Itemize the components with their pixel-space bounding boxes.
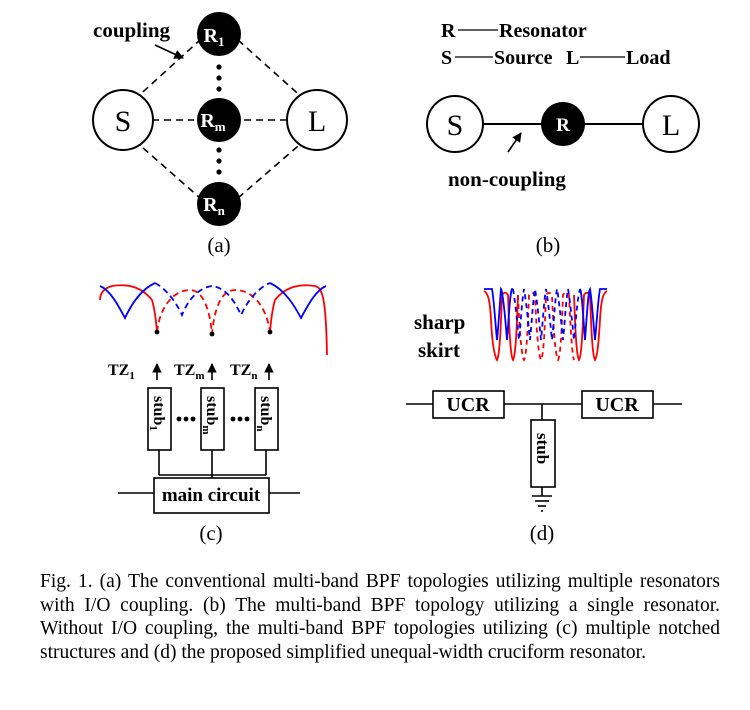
- blue-response-dashed-c: [154, 282, 271, 318]
- panel-c: TZ1 TZm TZn stub1 stubm stubn: [99, 282, 328, 545]
- ucr-left-box: [432, 390, 505, 419]
- panel-d-label: (d): [530, 521, 555, 545]
- blue-response-dashed-d: [512, 288, 581, 341]
- load-node-a: [286, 89, 348, 151]
- ellipsis-dots-lower: [216, 147, 222, 175]
- notch-dot-1: [154, 329, 160, 335]
- load-node-b-label: L: [662, 109, 680, 142]
- panel-b-label: (b): [536, 233, 561, 257]
- load-node-a-label: L: [308, 105, 326, 138]
- panel-a-label: (a): [207, 233, 230, 257]
- svg-text:Rm: Rm: [200, 110, 225, 134]
- svg-text:Rn: Rn: [203, 194, 225, 218]
- stub-n-subscript: n: [254, 425, 266, 431]
- ucr-left-label: UCR: [446, 394, 490, 416]
- frequency-response-d: [483, 286, 608, 362]
- tz-1-subscript: 1: [129, 370, 135, 382]
- panel-b: R Resonator S Source L Load S R L non-co…: [426, 20, 700, 257]
- coupling-line-s-r1: [133, 39, 201, 101]
- resonator-node-b: [541, 102, 585, 146]
- legend: R Resonator S Source L Load: [441, 20, 670, 69]
- coupling-line-s-rn: [133, 139, 201, 199]
- notch-dot-3: [267, 329, 273, 335]
- resonator-1-node: [197, 12, 241, 56]
- coupling-arrow: [154, 44, 184, 59]
- legend-l-letter: L: [566, 47, 579, 69]
- red-response-solid-left-c: [99, 284, 158, 333]
- stub-label-d: stub: [533, 433, 552, 464]
- stub-1-subscript: 1: [147, 425, 159, 431]
- tz-n-subscript: n: [251, 370, 257, 382]
- blue-response-d: [484, 286, 607, 341]
- resonator-m-node: [197, 98, 241, 142]
- panel-d: sharp skirt UCR UCR stub (d): [406, 286, 682, 545]
- main-circuit-label: main circuit: [162, 485, 261, 506]
- stub-n-label: stub: [257, 396, 274, 425]
- legend-s-letter: S: [441, 47, 452, 69]
- coupling-line-rn-l: [237, 139, 306, 199]
- coupling-label: coupling: [93, 18, 171, 42]
- resonator-m-subscript: m: [215, 119, 226, 134]
- non-coupling-arrow: [507, 132, 522, 153]
- skirt-label: skirt: [418, 338, 460, 362]
- coupling-dashed-lines: [133, 39, 306, 199]
- svg-text:TZ1: TZ1: [108, 362, 135, 382]
- stub-box-d: [530, 419, 556, 488]
- main-circuit-box: [153, 477, 270, 514]
- resonator-node-b-label: R: [556, 115, 570, 136]
- notch-dot-2: [209, 331, 215, 337]
- ground-icon: [532, 487, 552, 512]
- source-node-b-label: S: [447, 109, 464, 142]
- source-node-b: [426, 95, 484, 153]
- tz-m-label: TZ: [174, 362, 195, 379]
- resonator-1-label: R: [204, 25, 219, 47]
- svg-text:TZm: TZm: [174, 362, 205, 382]
- stub-m-label: stub: [203, 396, 220, 425]
- blue-response-solid-c: [99, 282, 327, 321]
- stub-ellipsis-dots: [176, 416, 250, 422]
- sharp-label: sharp: [414, 310, 465, 334]
- tz-n-label: TZ: [230, 362, 251, 379]
- resonator-1-subscript: 1: [218, 34, 225, 49]
- coupling-line-r1-l: [237, 39, 306, 101]
- svg-text:stubn: stubn: [254, 396, 274, 431]
- resonator-n-label: R: [203, 194, 218, 216]
- ucr-right-box: [581, 390, 654, 419]
- legend-r-text: Resonator: [499, 20, 587, 42]
- resonator-n-subscript: n: [218, 203, 226, 218]
- svg-text:stubm: stubm: [200, 396, 220, 435]
- legend-l-text: Load: [626, 47, 670, 69]
- ellipsis-dots-upper: [216, 64, 222, 92]
- svg-text:stub1: stub1: [147, 396, 167, 431]
- source-node-a: [92, 89, 154, 151]
- frequency-response-c: [99, 282, 328, 356]
- source-node-a-label: S: [115, 105, 132, 138]
- red-response-solid-right-c: [269, 284, 328, 356]
- stub-connections: [158, 450, 267, 478]
- tz-1-label: TZ: [108, 362, 129, 379]
- stub-m-subscript: m: [200, 425, 212, 434]
- figure-diagram: coupling S L R1 Rm Rn (a): [92, 12, 700, 545]
- stub-1-label: stub: [150, 396, 167, 425]
- svg-text:R1: R1: [204, 25, 225, 49]
- panel-a: coupling S L R1 Rm Rn (a): [92, 12, 348, 257]
- resonator-m-label: R: [200, 110, 215, 132]
- legend-s-text: Source: [494, 47, 553, 69]
- legend-r-letter: R: [441, 20, 456, 42]
- panel-c-label: (c): [199, 521, 222, 545]
- ucr-right-label: UCR: [595, 394, 639, 416]
- tz-m-subscript: m: [195, 370, 204, 382]
- resonator-n-node: [197, 182, 241, 226]
- svg-text:TZn: TZn: [230, 362, 257, 382]
- figure-caption: Fig. 1. (a) The conventional multi-band …: [40, 571, 720, 663]
- non-coupling-label: non-coupling: [448, 167, 566, 191]
- load-node-b: [642, 95, 700, 153]
